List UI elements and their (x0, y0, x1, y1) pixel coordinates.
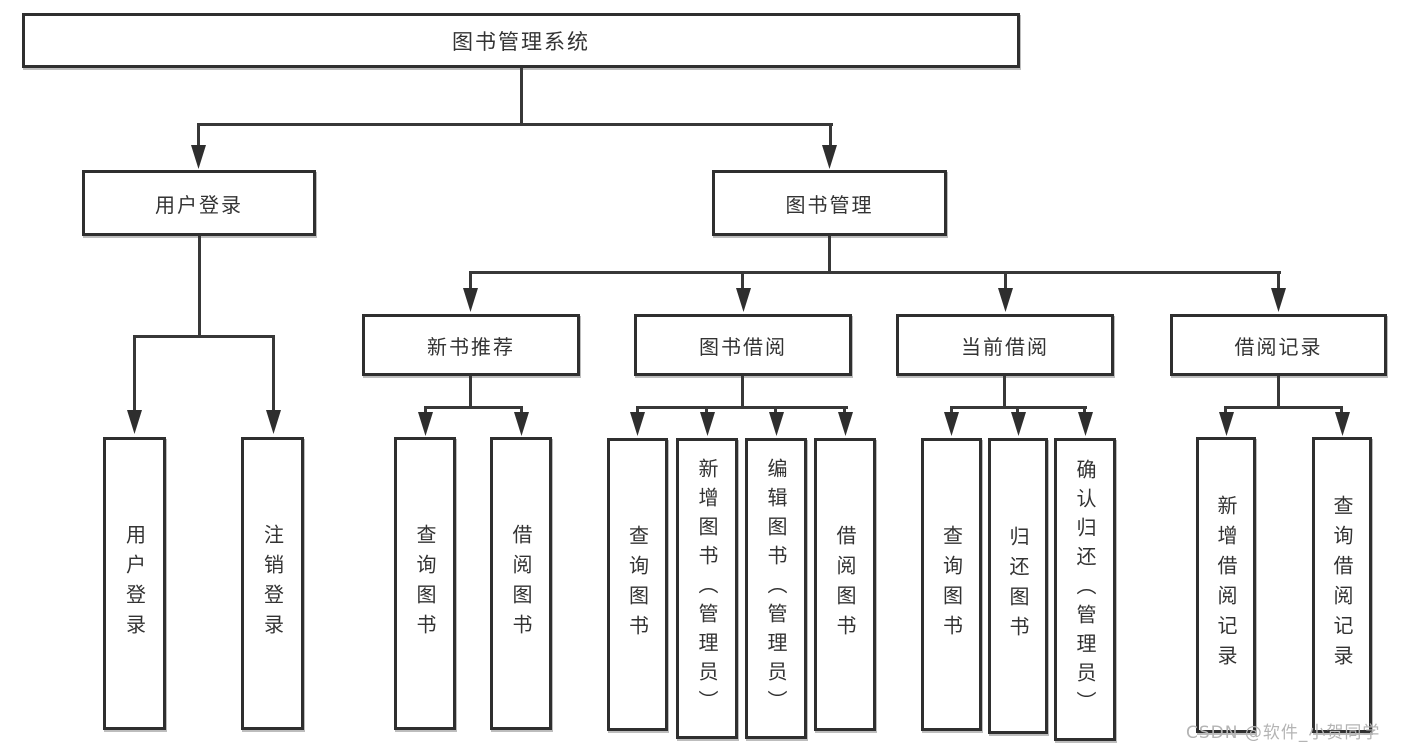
arrow-down-icon (822, 145, 837, 169)
node-label: 借阅图书 (833, 524, 857, 645)
arrow-down-icon (769, 412, 784, 436)
node-label: 图书管理系统 (452, 29, 590, 54)
edge-current-trunk (1003, 376, 1006, 409)
edge-userlogin-trunk (198, 236, 201, 338)
edge-leaf-drop (1083, 406, 1086, 414)
leaf-user-login: 用户登录 (103, 437, 166, 730)
edge-leaf-drop (1340, 406, 1343, 414)
arrow-down-icon (736, 288, 751, 312)
edge-root-right-drop (829, 123, 832, 147)
edge-leaf-drop (424, 406, 427, 414)
node-root: 图书管理系统 (22, 13, 1020, 68)
edge-records-trunk (1277, 376, 1280, 409)
leaf-confirm-return-admin: 确认归还（管理员） (1054, 438, 1116, 741)
leaf-edit-books-admin: 编辑图书（管理员） (745, 438, 807, 739)
leaf-borrow-query-books: 查询图书 (607, 438, 668, 731)
node-label: 用户登录 (155, 192, 243, 217)
arrow-down-icon (838, 412, 853, 436)
edge-userlogin-crossbar (133, 335, 275, 338)
arrow-down-icon (630, 412, 645, 436)
node-label: 新增借阅记录 (1214, 495, 1238, 675)
node-label: 注销登录 (260, 523, 285, 644)
leaf-newbook-query-books: 查询图书 (394, 437, 456, 730)
arrow-down-icon (463, 288, 478, 312)
csdn-watermark: CSDN @软件_小贺同学 (1186, 723, 1381, 743)
node-current-borrowing: 当前借阅 (896, 314, 1114, 376)
edge-borrow-crossbar (637, 406, 848, 409)
node-label: 查询借阅记录 (1330, 495, 1354, 675)
node-label: 归还图书 (1006, 526, 1030, 646)
edge-l3-drop (1004, 271, 1007, 290)
arrow-down-icon (418, 412, 433, 436)
leaf-current-query-books: 查询图书 (921, 438, 982, 731)
node-label: 图书借阅 (699, 334, 787, 359)
node-label: 新增图书（管理员） (695, 458, 719, 719)
edge-leaf-drop (636, 406, 639, 414)
leaf-newbook-borrow-books: 借阅图书 (490, 437, 552, 730)
edge-leaf-drop (774, 406, 777, 414)
arrow-down-icon (1335, 412, 1350, 436)
node-label: 图书管理 (785, 192, 874, 217)
edge-root-crossbar (197, 123, 833, 126)
arrow-down-icon (514, 412, 529, 436)
arrow-down-icon (944, 412, 959, 436)
node-new-book-recommendation: 新书推荐 (362, 314, 580, 376)
node-label: 用户登录 (122, 523, 147, 644)
edge-userlogin-drop (133, 335, 136, 412)
edge-newbook-trunk (469, 376, 472, 409)
edge-newbook-crossbar (424, 406, 523, 409)
node-label: 借阅图书 (509, 523, 533, 644)
edge-root-trunk (520, 68, 523, 126)
edge-root-left-drop (197, 123, 200, 147)
arrow-down-icon (1219, 412, 1234, 436)
node-book-management-module: 图书管理 (712, 170, 947, 236)
arrow-down-icon (266, 410, 281, 434)
node-book-borrowing: 图书借阅 (634, 314, 852, 376)
arrow-down-icon (127, 410, 142, 434)
leaf-logout: 注销登录 (241, 437, 304, 730)
edge-leaf-drop (1016, 406, 1019, 414)
edge-l3-drop (1277, 271, 1280, 290)
node-label: 编辑图书（管理员） (764, 458, 788, 719)
edge-records-crossbar (1225, 406, 1343, 409)
arrow-down-icon (1078, 412, 1093, 436)
arrow-down-icon (700, 412, 715, 436)
arrow-down-icon (1011, 412, 1026, 436)
node-label: 借阅记录 (1234, 334, 1323, 359)
edge-l3-drop (469, 271, 472, 290)
node-user-login-module: 用户登录 (82, 170, 316, 236)
edge-logout-drop (272, 335, 275, 412)
arrow-down-icon (998, 288, 1013, 312)
node-borrowing-records: 借阅记录 (1170, 314, 1387, 376)
node-label: 查询图书 (413, 523, 437, 644)
leaf-borrow-borrow-books: 借阅图书 (814, 438, 876, 731)
leaf-add-borrow-record: 新增借阅记录 (1196, 437, 1256, 733)
leaf-query-borrow-record: 查询借阅记录 (1312, 437, 1372, 733)
edge-bookmgmt-crossbar (469, 271, 1281, 274)
arrow-down-icon (191, 145, 206, 169)
node-label: 查询图书 (625, 524, 650, 645)
edge-bookmgmt-trunk (828, 236, 831, 274)
node-label: 新书推荐 (427, 334, 515, 359)
edge-borrow-trunk (741, 376, 744, 409)
leaf-add-books-admin: 新增图书（管理员） (676, 438, 738, 739)
node-label: 当前借阅 (961, 334, 1049, 359)
edge-leaf-drop (1224, 406, 1227, 414)
arrow-down-icon (1271, 288, 1286, 312)
node-label: 确认归还（管理员） (1073, 459, 1097, 720)
edge-leaf-drop (950, 406, 953, 414)
node-label: 查询图书 (939, 524, 964, 645)
edge-leaf-drop (520, 406, 523, 414)
edge-leaf-drop (705, 406, 708, 414)
edge-l3-drop (741, 271, 744, 290)
edge-leaf-drop (843, 406, 846, 414)
leaf-return-books: 归还图书 (988, 438, 1048, 734)
